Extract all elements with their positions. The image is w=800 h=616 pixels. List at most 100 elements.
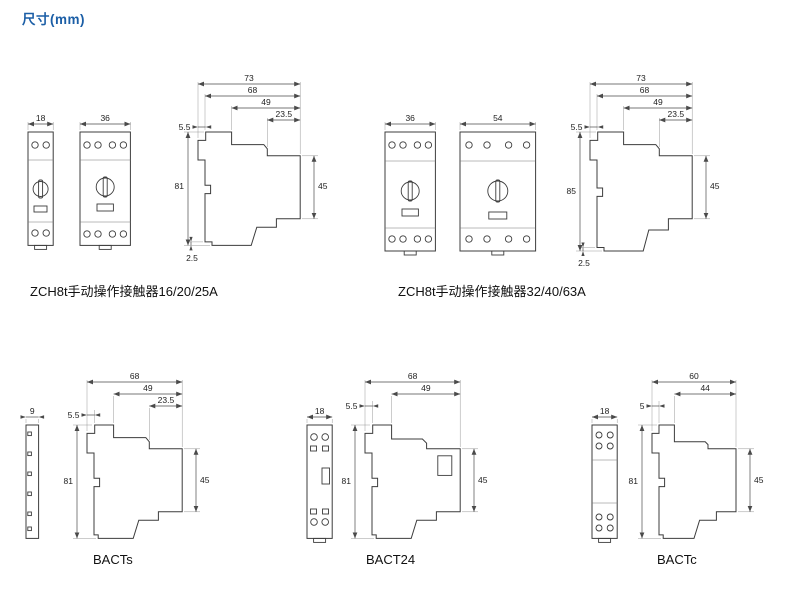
front-dividers: [460, 160, 536, 229]
terminal-circles: [465, 141, 531, 243]
indicator-window: [321, 467, 330, 485]
page-title: 尺寸(mm): [22, 12, 85, 27]
dim-height: 85: [567, 186, 577, 196]
bottom-tab: [313, 537, 327, 543]
side-view: 60 44 5 81 45: [629, 371, 764, 539]
dim-height: 81: [175, 181, 185, 191]
dim-body-depth: 68: [408, 371, 418, 381]
side-view: 68 49 5.5 81 45: [342, 371, 488, 539]
knob: [32, 179, 49, 199]
dim-back-ledge: 5.5: [68, 410, 80, 420]
caption-bacts: BACTs: [93, 552, 133, 567]
dim-front-height: 45: [200, 475, 210, 485]
front-outline: [27, 131, 54, 246]
front-view-18mm: 18: [306, 406, 333, 543]
dim-total-depth: 73: [244, 73, 254, 83]
dim-upper-depth: 49: [653, 97, 663, 107]
zch8t-16-25-drawing: 18 36: [27, 73, 328, 263]
bottom-tab: [34, 244, 48, 250]
dim-height: 81: [64, 476, 74, 486]
dim-back-ledge: 5.5: [571, 122, 583, 132]
dim-front2-width: 36: [100, 113, 110, 123]
front-view-18mm: 18: [27, 113, 54, 250]
dim-height: 81: [629, 476, 639, 486]
side-profile: [589, 131, 693, 252]
dim-height: 81: [342, 476, 352, 486]
side-window: [437, 455, 453, 476]
dim-front1-width: 18: [36, 113, 46, 123]
front-dividers: [385, 160, 436, 229]
group-bacts: 9 68 49 23.5 5.5 81 45: [12, 370, 227, 555]
label-window: [488, 211, 508, 220]
bottom-tab: [598, 537, 612, 543]
front-dividers: [80, 159, 131, 223]
dim-front-height: 45: [754, 475, 764, 485]
dim-front-height: 45: [318, 181, 328, 191]
terminal-circles: [83, 141, 128, 238]
front-view-9mm: 9: [20, 406, 45, 539]
caption-bact24: BACT24: [366, 552, 416, 567]
contact-tabs: [27, 431, 32, 532]
group-zch8t-32-63: 36 54: [375, 72, 725, 282]
group-bact24: 18 68 49 5.5 81 45: [295, 370, 510, 555]
front-outline: [459, 131, 537, 252]
caption-zch8t-16-25: ZCH8t手动操作接触器16/20/25A: [30, 284, 218, 299]
bacts-drawing: 9 68 49 23.5 5.5 81 45: [20, 371, 210, 539]
front-view-18mm: 18: [591, 406, 618, 543]
dim-total-depth: 73: [636, 73, 646, 83]
dim-front-height: 45: [478, 475, 488, 485]
dim-back-ledge: 5.5: [179, 122, 191, 132]
group-zch8t-16-25: 18 36: [18, 72, 348, 277]
dim-bottom-clip: 2.5: [186, 253, 198, 263]
bottom-tab: [403, 250, 417, 256]
dim-front1-width: 36: [405, 113, 415, 123]
dim-upper-depth: 49: [261, 97, 271, 107]
side-profile: [197, 131, 301, 246]
dim-front-step: 23.5: [276, 109, 293, 119]
caption-bactc: BACTc: [657, 552, 697, 567]
dim-back-ledge: 5: [640, 401, 645, 411]
side-view: 73 68 49 23.5 5.5 81 45 2.5: [175, 73, 328, 263]
dim-front-step: 23.5: [668, 109, 685, 119]
side-profile: [651, 424, 737, 539]
dim-upper-depth: 49: [421, 383, 431, 393]
side-view: 73 68 49 23.5 5.5 85 45 2.5: [567, 73, 720, 268]
dim-body-depth: 68: [248, 85, 258, 95]
terminal-circles: [595, 431, 614, 532]
label-window: [33, 205, 48, 213]
bottom-tab: [491, 250, 505, 256]
knob: [400, 180, 420, 202]
front-outline: [384, 131, 436, 252]
dim-body-depth: 68: [130, 371, 140, 381]
dim-upper-depth: 49: [143, 383, 153, 393]
bact24-drawing: 18 68 49 5.5 81 45: [306, 371, 488, 543]
bactc-drawing: 18 60 44 5 81 45: [591, 371, 764, 543]
side-profile: [364, 424, 461, 539]
dim-front-width: 18: [600, 406, 610, 416]
terminal-circles: [310, 433, 329, 526]
dim-body-depth: 60: [689, 371, 699, 381]
dim-bottom-clip: 2.5: [578, 258, 590, 268]
dim-front-width: 9: [30, 406, 35, 416]
dim-front-width: 18: [315, 406, 325, 416]
label-window: [96, 203, 114, 212]
dim-upper-depth: 44: [700, 383, 710, 393]
front-view-54mm: 54: [459, 113, 537, 256]
front-outline: [25, 424, 40, 539]
knob: [95, 176, 115, 198]
dim-front2-width: 54: [493, 113, 503, 123]
front-dividers: [28, 159, 54, 223]
front-dividers: [592, 459, 618, 504]
front-outline: [79, 131, 131, 246]
caption-zch8t-32-63: ZCH8t手动操作接触器32/40/63A: [398, 284, 586, 299]
label-window: [401, 208, 419, 217]
side-view: 68 49 23.5 5.5 81 45: [64, 371, 210, 539]
front-outline: [306, 424, 333, 539]
side-profile: [86, 424, 183, 539]
dim-front-step: 23.5: [158, 395, 175, 405]
dim-front-height: 45: [710, 181, 720, 191]
group-bactc: 18 60 44 5 81 45: [580, 370, 785, 555]
bottom-tab: [98, 244, 112, 250]
front-outline: [591, 424, 618, 539]
dim-back-ledge: 5.5: [346, 401, 358, 411]
